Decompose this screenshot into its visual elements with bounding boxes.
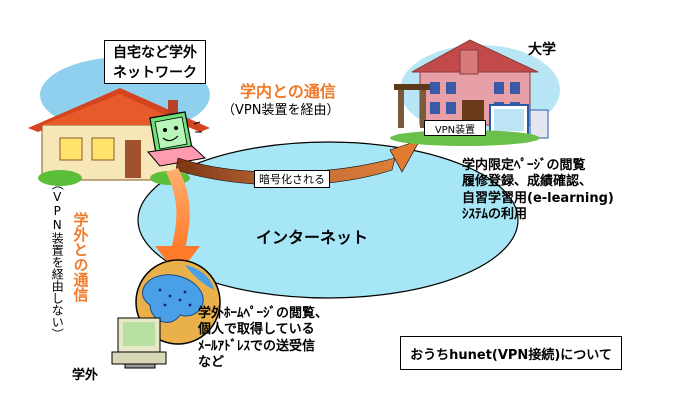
university-building-icon: [390, 39, 560, 146]
about-vpn-link[interactable]: おうちhunet(VPN接続)について: [400, 336, 622, 370]
internal-comm-title: 学内との通信: [240, 82, 336, 101]
campus-service-line: ｼｽﾃﾑの利用: [462, 206, 528, 222]
external-service-line: など: [198, 354, 225, 370]
encrypted-tunnel-arrow: [175, 139, 421, 186]
internet-label: インターネット: [256, 228, 369, 247]
campus-service-line: 学内限定ﾍﾟｰｼﾞの閲覧: [462, 158, 586, 173]
university-label: 大学: [528, 42, 556, 58]
home-label-line2: ネットワーク: [113, 65, 197, 81]
encrypted-label: 暗号化される: [254, 170, 330, 188]
internal-comm-subtitle: （VPN装置を経由）: [222, 103, 340, 118]
home-network-label: 自宅など学外 ネットワーク: [104, 40, 206, 84]
external-services: 学外ﾎｰﾑﾍﾟｰｼﾞの閲覧、 個人で取得している ﾒｰﾙｱﾄﾞﾚｽでの送受信 な…: [198, 306, 328, 371]
external-service-line: 学外ﾎｰﾑﾍﾟｰｼﾞの閲覧、: [198, 306, 329, 321]
external-comm-subtitle: （VPN装置を経由しない）: [50, 178, 65, 340]
external-service-line: 個人で取得している: [198, 322, 315, 338]
campus-service-line: 履修登録、成績確認、: [462, 174, 593, 190]
home-label-line1: 自宅など学外: [113, 45, 197, 61]
campus-services: 学内限定ﾍﾟｰｼﾞの閲覧 履修登録、成績確認、 自習学習用(e-learning…: [462, 158, 614, 223]
laptop-character-icon: [147, 111, 207, 167]
external-service-line: ﾒｰﾙｱﾄﾞﾚｽでの送受信: [198, 338, 316, 354]
vpn-device-label: VPN装置: [424, 120, 486, 136]
external-comm-title: 学外との通信: [71, 212, 90, 302]
outside-label: 学外: [72, 368, 99, 383]
desktop-pc-icon: [111, 317, 167, 369]
campus-service-line: 自習学習用(e-learning): [462, 190, 614, 206]
